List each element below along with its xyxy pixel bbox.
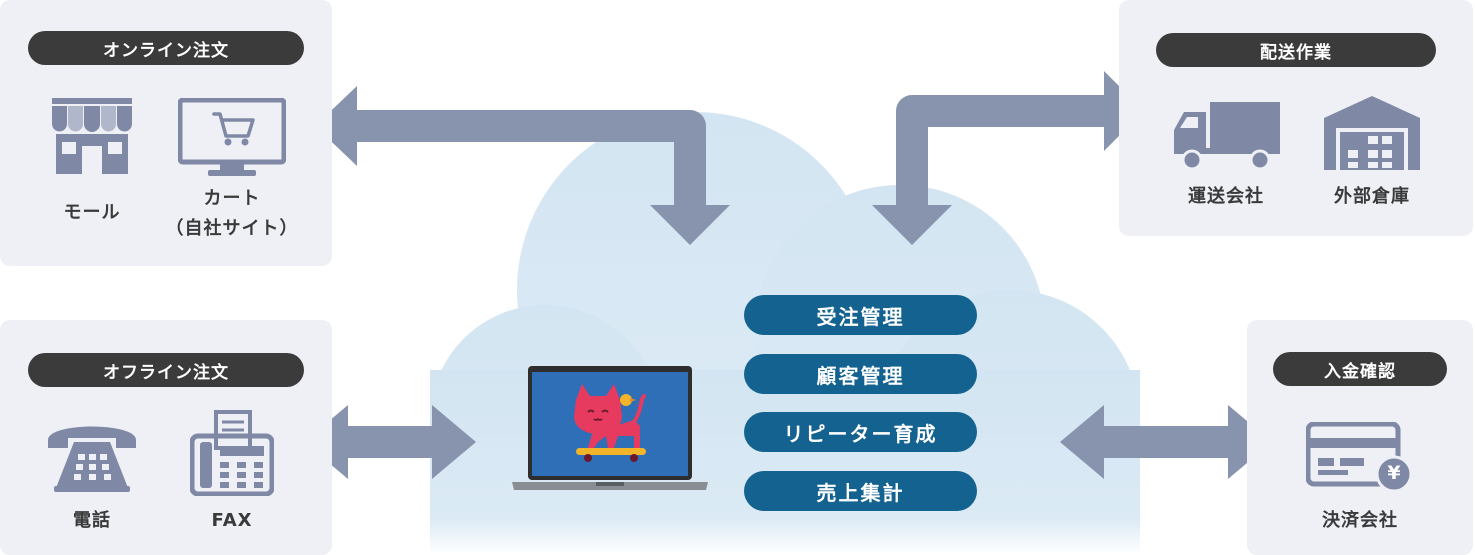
customer-management-button[interactable]: 顧客管理 — [744, 354, 977, 394]
offline-order-title: オフライン注文 — [28, 353, 304, 387]
repeater-development-button[interactable]: リピーター育成 — [744, 412, 977, 452]
cart-monitor-icon — [178, 98, 286, 176]
store-icon — [52, 98, 132, 174]
sales-aggregation-button[interactable]: 売上集計 — [744, 471, 977, 511]
phone-label: 電話 — [73, 510, 111, 531]
laptop-icon — [512, 366, 708, 490]
offline-order-arrow — [304, 405, 476, 479]
shipping-arrow — [872, 71, 1144, 245]
cart-label: カート — [203, 188, 261, 209]
fax-label: FAX — [211, 510, 253, 531]
payment-arrow — [1060, 405, 1272, 479]
own-site-label: （自社サイト） — [165, 218, 299, 239]
warehouse-label: 外部倉庫 — [1334, 186, 1410, 207]
payment-title: 入金確認 — [1273, 352, 1447, 386]
online-order-title: オンライン注文 — [28, 31, 304, 65]
fax-icon — [190, 410, 274, 496]
yen-icon: ¥ — [1387, 462, 1401, 484]
order-management-button[interactable]: 受注管理 — [744, 295, 977, 335]
truck-icon — [1174, 102, 1280, 170]
online-order-arrow — [315, 86, 730, 245]
settlement-company-label: 決済会社 — [1322, 510, 1398, 531]
warehouse-icon — [1324, 96, 1420, 170]
shipping-title: 配送作業 — [1156, 33, 1436, 67]
cat-mascot — [574, 384, 646, 462]
mall-label: モール — [63, 202, 121, 223]
carrier-label: 運送会社 — [1188, 186, 1264, 207]
credit-card-icon — [1306, 422, 1412, 493]
telephone-icon — [48, 426, 136, 492]
